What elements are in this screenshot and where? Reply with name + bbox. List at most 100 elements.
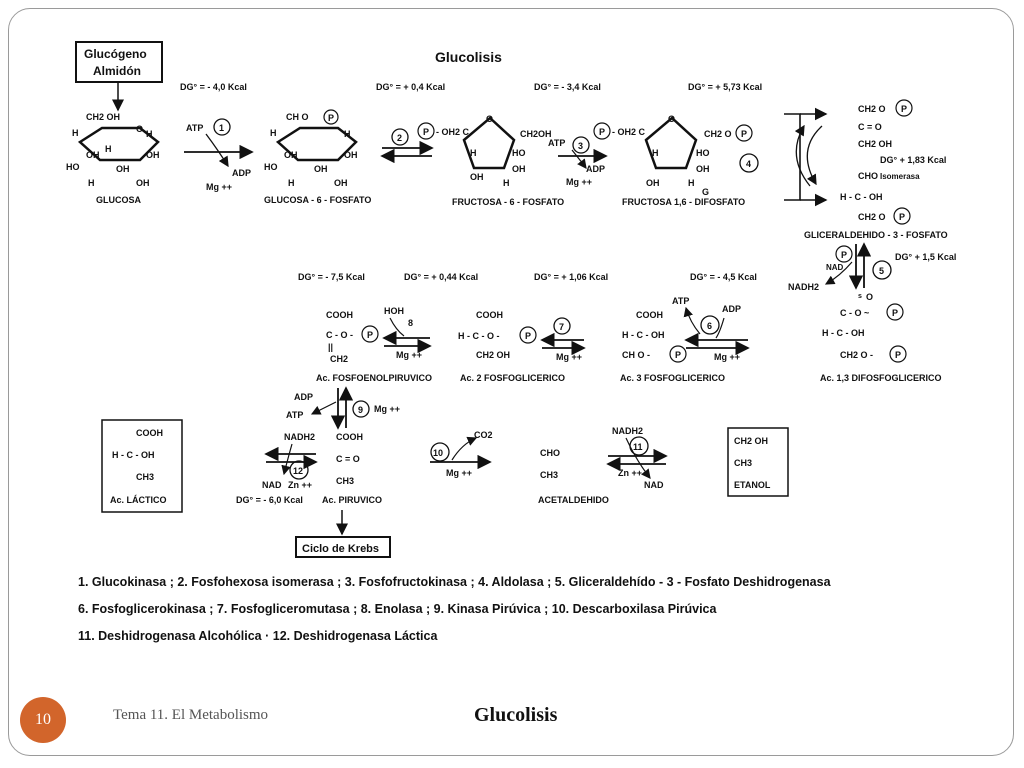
- zn-step-11: Zn ++: [618, 468, 642, 478]
- step-3-badge: [572, 136, 590, 154]
- adp-step-6: ADP: [722, 304, 741, 314]
- step-1-badge: [213, 118, 231, 136]
- svg-text:OH: OH: [86, 150, 100, 160]
- nad-step-5: NAD: [826, 263, 844, 272]
- mg-step-9: Mg ++: [374, 404, 400, 414]
- svg-text:OH: OH: [136, 178, 150, 188]
- isomerasa-label: Isomerasa: [880, 172, 920, 181]
- etanol-box: [727, 427, 789, 497]
- svg-text:H: H: [344, 129, 351, 139]
- svg-text:O: O: [136, 124, 143, 134]
- energy-step-4: DG° = + 5,73 Kcal: [688, 82, 762, 92]
- step-3-number: 3: [578, 141, 583, 151]
- svg-text:OH: OH: [696, 164, 710, 174]
- adp-step-9: ADP: [294, 392, 313, 402]
- atp-step-6: ATP: [672, 296, 689, 306]
- svg-text:H: H: [503, 178, 510, 188]
- svg-text:CH2 O: CH2 O: [704, 129, 732, 139]
- svg-text:CH2 OH: CH2 OH: [734, 436, 768, 446]
- svg-text:P: P: [901, 104, 907, 114]
- svg-text:OH: OH: [314, 164, 328, 174]
- mg-step-6: Mg ++: [714, 352, 740, 362]
- svg-text:HO: HO: [696, 148, 710, 158]
- label-fructosa-6-fosfato: FRUCTOSA - 6 - FOSFATO: [452, 197, 564, 207]
- energy-step-2: DG° = + 0,4 Kcal: [376, 82, 445, 92]
- svg-text:COOH: COOH: [476, 310, 503, 320]
- mg-step-7: Mg ++: [556, 352, 582, 362]
- svg-text:COOH: COOH: [326, 310, 353, 320]
- nad-step-11: NAD: [644, 480, 664, 490]
- svg-text:C - O ~: C - O ~: [840, 308, 869, 318]
- energy-step-9: DG° = - 7,5 Kcal: [298, 272, 365, 282]
- fosfoglicerico-3-structure: COOH H - C - OH CH O - P: [622, 310, 687, 363]
- legend-line-2: 6. Fosfoglicerokinasa ; 7. Fosfoglicerom…: [78, 602, 717, 616]
- step-6-number: 6: [707, 321, 712, 331]
- g-label: G: [702, 187, 709, 197]
- hoh-step-8: HOH: [384, 306, 404, 316]
- glucosa-structure: CH2 OH O H OH HO H H OH OH H OH: [66, 112, 160, 188]
- slide-frame: [8, 8, 1014, 756]
- svg-text:COOH: COOH: [336, 432, 363, 442]
- svg-text:P: P: [599, 127, 605, 137]
- label-lactico: Ac. LÁCTICO: [110, 495, 167, 505]
- diagram-title: Glucolisis: [435, 49, 502, 65]
- step-2-badge: [391, 128, 409, 146]
- svg-text:CH O: CH O: [286, 112, 309, 122]
- step-2-number: 2: [397, 133, 402, 143]
- mg-step-8: Mg ++: [396, 350, 422, 360]
- svg-text:P: P: [328, 113, 334, 123]
- svg-text:OH: OH: [284, 150, 298, 160]
- label-acetaldehido: ACETALDEHIDO: [538, 495, 609, 505]
- nad-step-12: NAD: [262, 480, 282, 490]
- label-piruvico: Ac. PIRUVICO: [322, 495, 382, 505]
- svg-text:H - C - OH: H - C - OH: [112, 450, 155, 460]
- adp-step-3: ADP: [586, 164, 605, 174]
- svg-text:H: H: [105, 144, 112, 154]
- svg-text:H - C - OH: H - C - OH: [822, 328, 865, 338]
- svg-text:HO: HO: [512, 148, 526, 158]
- krebs-box: [295, 536, 391, 558]
- svg-text:HO: HO: [66, 162, 80, 172]
- svg-text:OH: OH: [470, 172, 484, 182]
- source-box-line2: Almidón: [93, 64, 141, 78]
- atp-step-1: ATP: [186, 123, 203, 133]
- step-10-number: 10: [433, 448, 443, 458]
- svg-text:CH2 O: CH2 O: [858, 104, 886, 114]
- co2-step-10: CO2: [474, 430, 493, 440]
- svg-text:H: H: [270, 128, 277, 138]
- svg-text:P: P: [675, 350, 681, 360]
- label-fosfoglicerico-3: Ac. 3 FOSFOGLICERICO: [620, 373, 725, 383]
- glycolysis-diagram: Glucolisis Glucógeno Almidón CH2 OH O H …: [66, 41, 956, 558]
- legend-line-3: 11. Deshidrogenasa Alcohólica · 12. Desh…: [78, 629, 438, 643]
- svg-text:CH2 OH: CH2 OH: [86, 112, 120, 122]
- fructosa-1-6-difosfato-structure: P - OH2 C O CH2 O P H OH HO OH H: [593, 114, 753, 188]
- svg-text:OH: OH: [646, 178, 660, 188]
- legend-line-1: 1. Glucokinasa ; 2. Fosfohexosa isomeras…: [78, 575, 831, 589]
- svg-text:OH: OH: [344, 150, 358, 160]
- step-5-badge: [872, 260, 892, 280]
- step-6-badge: [700, 315, 720, 335]
- step-7-number: 7: [559, 322, 564, 332]
- step-12-number: 12: [293, 466, 303, 476]
- svg-text:H - C - OH: H - C - OH: [622, 330, 665, 340]
- adp-step-1: ADP: [232, 168, 251, 178]
- energy-step-6: DG° = - 4,5 Kcal: [690, 272, 757, 282]
- label-glucosa: GLUCOSA: [96, 195, 142, 205]
- step-4-badge: [739, 153, 759, 173]
- svg-text:CH3: CH3: [540, 470, 558, 480]
- slide-footer-title: Glucolisis: [474, 704, 558, 726]
- step-10-badge: [430, 442, 450, 462]
- svg-text:C = O: C = O: [336, 454, 360, 464]
- energy-step-12: DG° = - 6,0 Kcal: [236, 495, 303, 505]
- svg-text:P: P: [892, 308, 898, 318]
- piruvico-structure: COOH C = O CH3: [336, 432, 363, 486]
- svg-text:H: H: [688, 178, 695, 188]
- svg-text:O: O: [668, 114, 675, 124]
- source-box-line1: Glucógeno: [84, 47, 147, 61]
- atp-step-3: ATP: [548, 138, 565, 148]
- svg-text:COOH: COOH: [136, 428, 163, 438]
- slide-subject: Tema 11. El Metabolismo: [113, 707, 269, 723]
- svg-text:COOH: COOH: [636, 310, 663, 320]
- step-4-number: 4: [746, 159, 751, 169]
- svg-text:CH2OH: CH2OH: [520, 129, 552, 139]
